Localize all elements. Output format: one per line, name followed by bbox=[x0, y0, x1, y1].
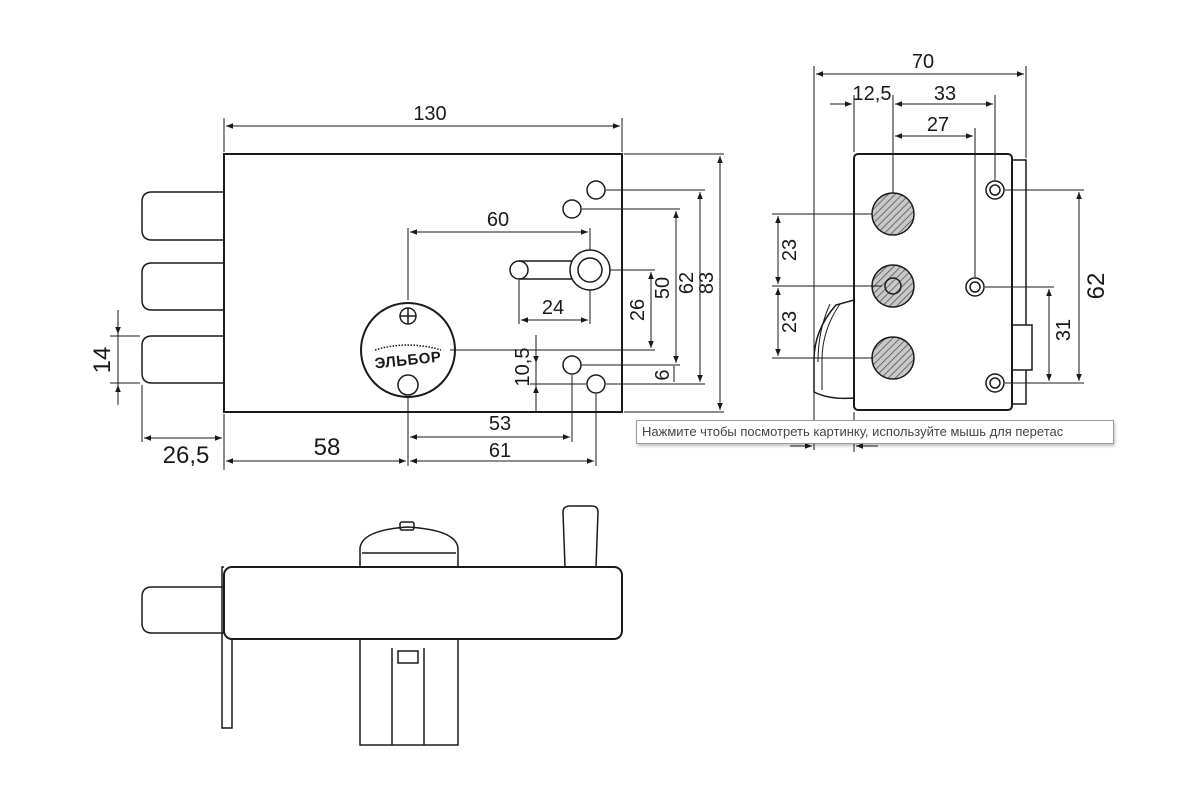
cylinder-knob bbox=[359, 521, 459, 567]
dim-10-5: 10,5 bbox=[512, 348, 534, 387]
side-dimension-labels: 70 12,5 33 27 23 23 62 31 bbox=[779, 51, 1110, 341]
tooltip-text: Нажмите чтобы посмотреть картинку, испол… bbox=[642, 424, 1064, 439]
bolt-middle bbox=[141, 262, 224, 311]
dim-83: 83 bbox=[696, 272, 718, 294]
front-view bbox=[141, 153, 623, 413]
mount-hole bbox=[562, 199, 582, 219]
mount-hole bbox=[586, 180, 606, 200]
mount-hole bbox=[965, 277, 985, 297]
bolt-section bbox=[871, 336, 915, 380]
dim-58: 58 bbox=[314, 434, 341, 461]
key-slot bbox=[509, 249, 611, 291]
top-view bbox=[141, 505, 623, 746]
dim-60: 60 bbox=[487, 209, 509, 231]
lock-body-top bbox=[223, 566, 623, 640]
dim-33: 33 bbox=[934, 83, 956, 105]
mount-hole bbox=[562, 355, 582, 375]
dim-6: 6 bbox=[652, 369, 674, 380]
thumb-lever bbox=[562, 505, 599, 568]
dim-26-5: 26,5 bbox=[163, 442, 210, 469]
brand-label: ЭЛЬБОР bbox=[374, 349, 442, 373]
dim-61: 61 bbox=[489, 440, 511, 462]
dim-70: 70 bbox=[912, 51, 934, 73]
dim-50: 50 bbox=[652, 277, 674, 299]
front-dimension-labels: 130 60 24 26 50 62 83 10,5 6 14 26,5 58 … bbox=[89, 103, 718, 469]
cylinder-escutcheon bbox=[360, 302, 456, 398]
side-view bbox=[813, 153, 1033, 411]
mount-hole bbox=[985, 180, 1005, 200]
bolt-top-view bbox=[141, 586, 224, 634]
mount-hole bbox=[586, 374, 606, 394]
dim-12-5: 12,5 bbox=[853, 83, 892, 105]
mount-hole bbox=[985, 373, 1005, 393]
front-dimensions bbox=[110, 118, 724, 470]
dim-26: 26 bbox=[627, 299, 649, 321]
dim-23-bottom: 23 bbox=[779, 311, 801, 333]
bolt-bottom bbox=[141, 335, 224, 384]
dim-53: 53 bbox=[489, 413, 511, 435]
side-dimensions bbox=[772, 66, 1084, 452]
dim-14: 14 bbox=[89, 347, 116, 374]
latch-block bbox=[359, 638, 459, 746]
dim-62-side: 62 bbox=[1083, 273, 1110, 300]
lock-body-front bbox=[223, 153, 623, 413]
dim-130: 130 bbox=[413, 103, 446, 125]
bolt-top bbox=[141, 191, 224, 241]
image-tooltip: Нажмите чтобы посмотреть картинку, испол… bbox=[636, 420, 1114, 444]
dim-31: 31 bbox=[1053, 319, 1075, 341]
dim-24: 24 bbox=[542, 297, 564, 319]
bolt-section bbox=[871, 192, 915, 236]
dim-27: 27 bbox=[927, 114, 949, 136]
dim-62: 62 bbox=[676, 272, 698, 294]
dim-23-top: 23 bbox=[779, 239, 801, 261]
lock-body-side bbox=[853, 153, 1013, 411]
